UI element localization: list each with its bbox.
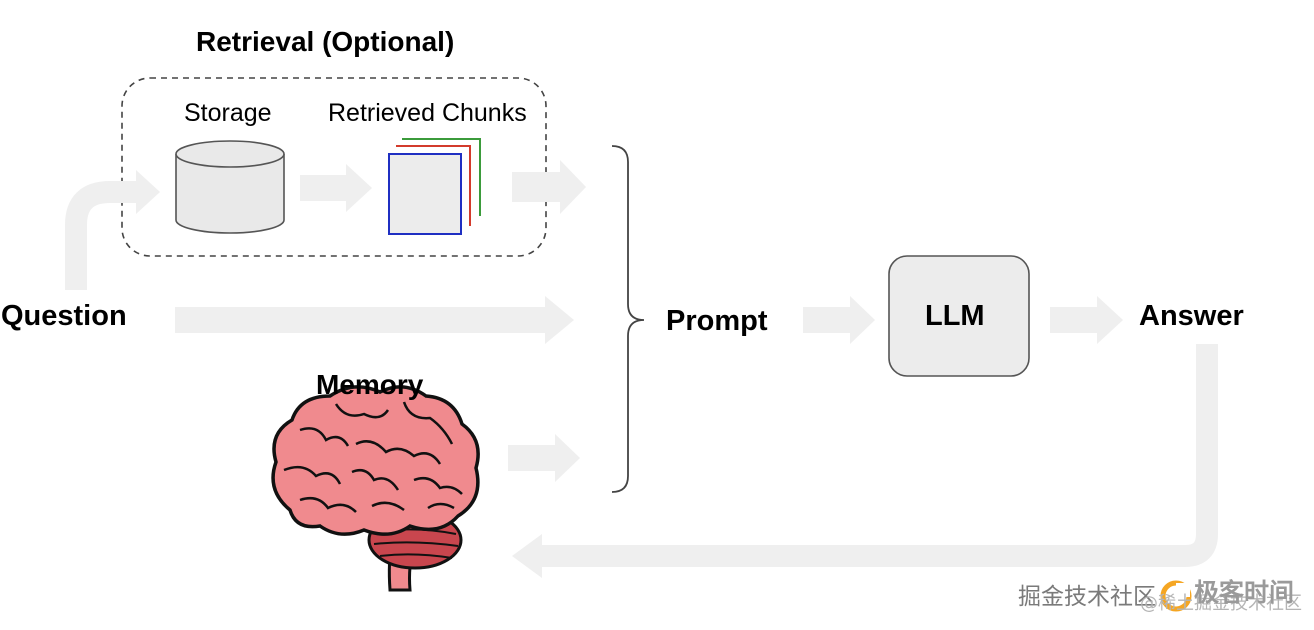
retrieval-group-box: [121, 77, 547, 257]
storage-to-chunks-arrow: [300, 164, 372, 212]
question-to-prompt-arrow: [175, 296, 574, 344]
prompt-label: Prompt: [666, 305, 768, 337]
question-label: Question: [1, 300, 127, 332]
answer-to-memory-arrow: [540, 344, 1218, 567]
prompt-to-llm-arrow: [803, 296, 875, 344]
memory-to-prompt-arrow: [508, 434, 580, 482]
retrieved-chunks-label: Retrieved Chunks: [328, 99, 527, 127]
prompt-brace: [611, 145, 645, 493]
llm-label: LLM: [925, 300, 985, 332]
answer-to-memory-arrowhead: [512, 534, 542, 578]
watermark-brand: 极客时间: [1194, 578, 1295, 607]
question-to-storage-arrow: [65, 181, 138, 290]
retrieval-title: Retrieval (Optional): [196, 26, 455, 57]
storage-cylinder-icon: [175, 140, 285, 234]
llm-box: [888, 255, 1030, 377]
watermark-text-left: 掘金技术社区: [1018, 584, 1156, 610]
storage-label: Storage: [184, 99, 272, 127]
answer-label: Answer: [1139, 300, 1244, 332]
memory-label: Memory: [316, 369, 424, 400]
retrieved-chunks-icon: [388, 138, 481, 235]
question-to-storage-arrowhead: [136, 170, 160, 214]
chunks-to-prompt-arrow: [512, 160, 586, 214]
llm-to-answer-arrow: [1050, 296, 1123, 344]
brain-icon: [271, 385, 480, 592]
watermark-handle: @稀土掘金技术社区: [1140, 593, 1302, 614]
brand-logo-icon: [1160, 580, 1192, 612]
